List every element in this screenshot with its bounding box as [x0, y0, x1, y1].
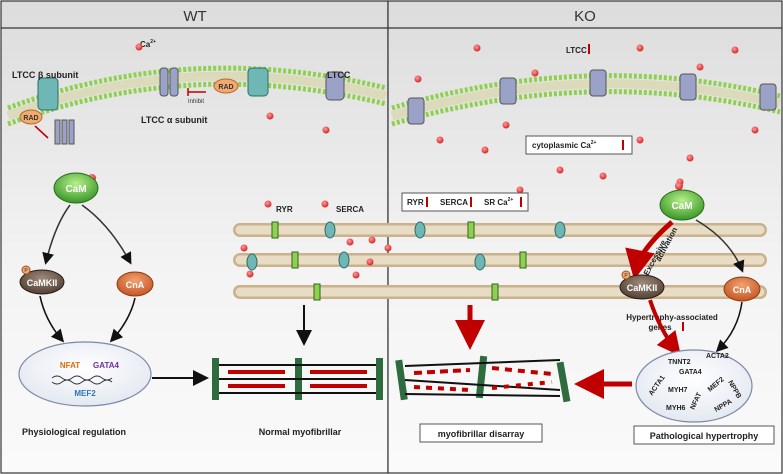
gene-myh6: MYH6 [666, 405, 686, 412]
rad-left-icon [19, 109, 43, 125]
wt-camkii-label: CaMKII [27, 278, 58, 288]
pathological-label: Pathological hypertrophy [650, 431, 759, 441]
ltcc-alpha-label: LTCC α subunit [141, 115, 207, 125]
wt-title: WT [183, 8, 206, 25]
ko-phospho-label: P [624, 273, 628, 279]
sr-calcium-ions [240, 200, 392, 279]
gene-gata4: GATA4 [679, 369, 702, 376]
sarcoplasmic-reticulum [233, 223, 767, 299]
ko-cam-label: CaM [671, 201, 692, 212]
wt-cna-label: CnA [126, 280, 145, 290]
ko-cam-node: CaM [659, 182, 705, 221]
normal-label: Normal myofibrillar [259, 427, 342, 437]
ko-calcium-ions [414, 44, 759, 209]
ko-nucleus: TNNT2 ACTA2 GATA4 ACTA1 MYH7 MEF2 NPPB N… [635, 349, 753, 423]
wt-camkii-node: CaMKII P [19, 265, 65, 295]
pathological-box [633, 425, 775, 445]
ko-sr-box [401, 192, 529, 212]
rad-inhibit-bar [34, 125, 49, 139]
ko-serca-label: SERCA [440, 198, 468, 207]
disarray-myofibril [395, 355, 571, 403]
gene-tnnt2: TNNT2 [668, 359, 691, 366]
rad-left-label: RAD [23, 115, 38, 122]
ltcc-beta-label: LTCC β subunit [12, 70, 78, 80]
rad-right-label: RAD [218, 84, 233, 91]
serca-label: SERCA [336, 205, 364, 214]
ko-ltcc-down-icon [588, 44, 590, 54]
wt-nucleus: NFAT GATA4 MEF2 [18, 341, 152, 407]
wt-cam-node: CaM [53, 172, 99, 204]
ryr-channels [271, 221, 527, 301]
wt-cam-label: CaM [65, 184, 86, 195]
disarray-label: myofibrillar disarray [438, 429, 525, 439]
wt-cna-node: CnA [116, 271, 154, 297]
ko-camkii-label: CaMKII [627, 283, 658, 293]
cytoplasmic-ca-up-icon [622, 140, 624, 150]
ko-camkii-node: CaMKII P [619, 270, 665, 300]
ko-membrane [390, 73, 782, 127]
rad-right-icon [213, 78, 239, 94]
cytoplasmic-ca-box [525, 135, 633, 155]
inhibit-label: Inhibit [188, 99, 204, 105]
wt-ltcc-channel-icon [37, 67, 345, 111]
serca-pumps [246, 221, 566, 271]
ko-ltcc-channels [407, 69, 777, 125]
ryr-label: RYR [276, 205, 293, 214]
physiological-label: Physiological regulation [22, 427, 126, 437]
nfat-label: NFAT [60, 361, 80, 370]
mef2-label: MEF2 [74, 389, 96, 398]
wt-phospho-label: P [24, 268, 28, 274]
ko-cna-node: CnA [723, 276, 761, 302]
ko-title: KO [574, 8, 596, 25]
disarray-box [419, 423, 543, 443]
ko-ltcc-label: LTCC [566, 46, 587, 55]
gene-acta2: ACTA2 [706, 353, 729, 360]
normal-myofibril [212, 358, 383, 400]
hypertrophy-genes-label-1: Hypertrophy-associated [626, 313, 718, 322]
gata4-label: GATA4 [93, 361, 119, 370]
ltcc-alpha-icon [54, 119, 75, 145]
ca-label: Ca2+ [140, 39, 156, 49]
ltcc-label-wt: LTCC [327, 70, 351, 80]
ko-cna-label: CnA [733, 285, 752, 295]
ko-sr-ca-label: SR Ca2+ [484, 197, 513, 207]
ko-ryr-label: RYR [407, 198, 424, 207]
cytoplasmic-ca-label: cytoplasmic Ca2+ [532, 140, 596, 150]
gene-myh7: MYH7 [668, 387, 688, 394]
excessive-activation-arrow [625, 220, 674, 280]
